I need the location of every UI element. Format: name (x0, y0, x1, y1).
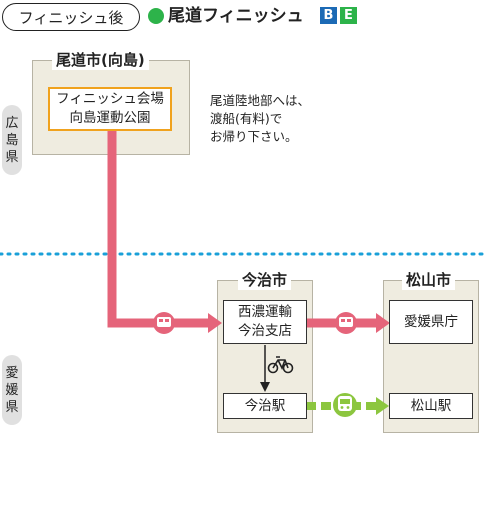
finish-venue-box: フィニッシュ会場 向島運動公園 (48, 87, 172, 131)
pref-char: 媛 (5, 382, 19, 398)
walk-arrow-head (260, 382, 270, 392)
venue-line1: フィニッシュ会場 (56, 91, 164, 107)
note-line3: お帰り下さい。 (210, 129, 298, 144)
prefecture-office-box: 愛媛県庁 (389, 300, 473, 344)
route-badge-b: B (320, 7, 337, 24)
bus-icon (153, 312, 175, 334)
bus-route-line (107, 130, 212, 328)
imabari-label: 今治市 (238, 270, 292, 290)
pref-char: 県 (5, 149, 19, 165)
train-icon (333, 393, 357, 417)
bus-icon (335, 312, 357, 334)
bicycle-icon (267, 356, 294, 374)
shop-line2: 今治支店 (238, 323, 292, 339)
bus-route-arrow-2 (376, 313, 390, 333)
status-pill: フィニッシュ後 (2, 3, 140, 31)
pref-char: 愛 (5, 365, 19, 381)
route-dot-icon (148, 8, 164, 24)
pref-char: 島 (5, 132, 19, 148)
ferry-note: 尾道陸地部へは、 渡船(有料)で お帰り下さい。 (210, 92, 310, 146)
pref-char: 県 (5, 399, 19, 415)
prefecture-office: 愛媛県庁 (404, 313, 458, 330)
note-line2: 渡船(有料)で (210, 111, 283, 126)
route-badge-e: E (340, 7, 357, 24)
venue-line2: 向島運動公園 (69, 110, 151, 126)
matsuyama-label: 松山市 (402, 270, 456, 290)
note-line1: 尾道陸地部へは、 (210, 93, 311, 108)
prefecture-ehime: 愛 媛 県 (2, 355, 22, 425)
bus-route-arrow (208, 313, 222, 333)
shop-line1: 西濃運輸 (238, 304, 292, 320)
seino-shop-box: 西濃運輸 今治支店 (223, 300, 307, 344)
matsuyama-station-box: 松山駅 (389, 393, 473, 419)
matsuyama-station: 松山駅 (410, 397, 452, 414)
train-route-arrow (376, 397, 389, 415)
prefecture-hiroshima: 広 島 県 (2, 105, 22, 175)
imabari-station: 今治駅 (244, 397, 286, 414)
imabari-station-box: 今治駅 (223, 393, 307, 419)
pref-char: 広 (5, 115, 19, 131)
route-name: 尾道フィニッシュ (168, 6, 304, 26)
onomichi-label: 尾道市(向島) (52, 50, 149, 70)
pill-label: フィニッシュ後 (18, 8, 124, 27)
